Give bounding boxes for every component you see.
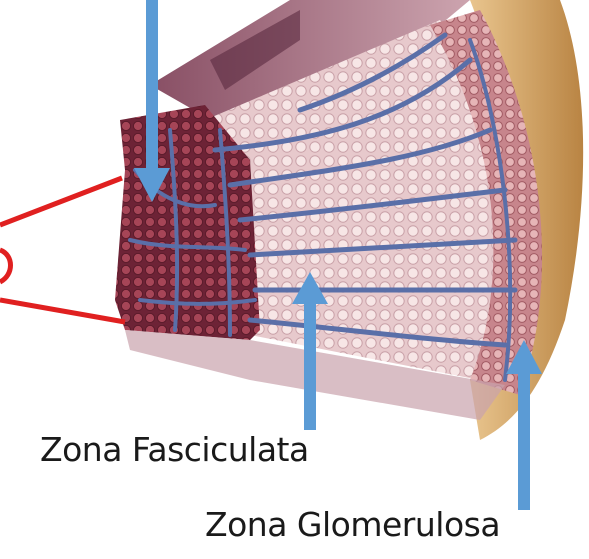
arrow-icon xyxy=(506,340,542,510)
zoom-pointer-icon xyxy=(0,178,125,322)
zona-fasciculata-label: Zona Fasciculata xyxy=(40,430,309,469)
zona-glomerulosa-label: Zona Glomerulosa xyxy=(205,505,500,544)
arrow-icon xyxy=(134,0,170,202)
